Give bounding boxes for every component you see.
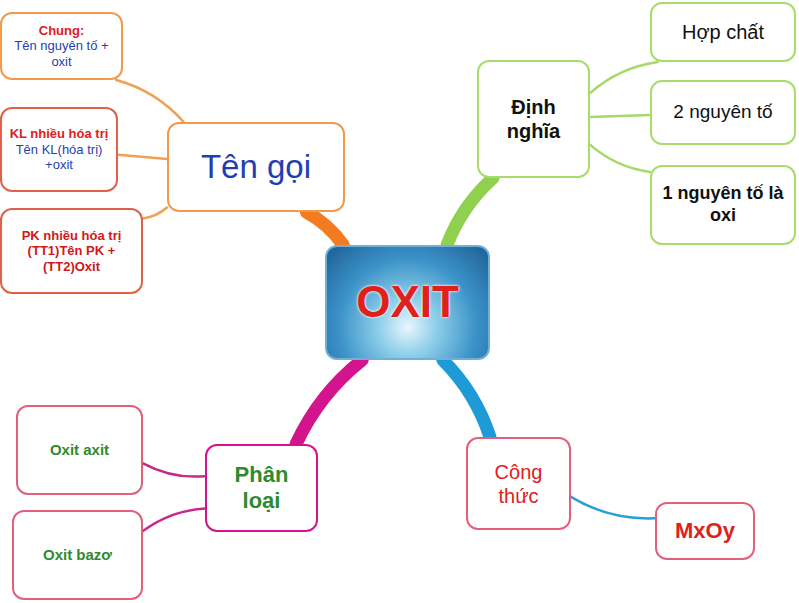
definition-item-box: Hợp chất [650, 2, 796, 62]
node-text: Chung: [39, 23, 84, 39]
main-branch [306, 212, 343, 245]
sub-branch [590, 115, 650, 117]
node-text: Định nghĩa [485, 95, 582, 143]
node-text: Oxit bazơ [43, 546, 112, 564]
naming-box: PK nhiều hóa trị (TT1)Tên PK +(TT2)Oxit [0, 208, 143, 294]
node-text: Phân loại [213, 462, 310, 515]
sub-branch [590, 62, 658, 93]
sub-branch [116, 80, 184, 122]
node-text: KL nhiều hóa trị [10, 126, 109, 142]
sub-branch [590, 145, 650, 172]
sub-branch [143, 509, 205, 531]
classification-box: Oxit axit [16, 405, 143, 495]
node-text: MxOy [675, 518, 735, 544]
main-branch [447, 178, 493, 245]
naming-box: KL nhiều hóa trịTên KL(hóa trị) +oxit [0, 107, 118, 192]
node-text: 1 nguyên tố là oxi [658, 183, 788, 226]
main-branch [443, 360, 490, 437]
sub-branch [118, 155, 167, 159]
naming-box: Chung:Tên nguyên tố + oxit [0, 12, 123, 80]
branch-box: Phân loại [205, 444, 318, 532]
sub-branch [571, 497, 655, 519]
classification-box: Oxit bazơ [12, 510, 143, 600]
formula-box: MxOy [655, 502, 755, 560]
node-text: Tên gọi [201, 147, 311, 187]
sub-branch [143, 463, 205, 476]
definition-item-box: 2 nguyên tố [650, 80, 796, 145]
node-text: Tên nguyên tố + oxit [8, 38, 115, 69]
node-text: OXIT [356, 276, 459, 329]
node-text: Công thức [474, 460, 563, 508]
node-text: 2 nguyên tố [673, 101, 772, 124]
node-text: PK nhiều hóa trị (TT1)Tên PK +(TT2)Oxit [8, 228, 135, 275]
definition-item-box: 1 nguyên tố là oxi [650, 165, 796, 245]
branch-box: Định nghĩa [477, 60, 590, 178]
branch-box: Công thức [466, 437, 571, 530]
node-text: Tên KL(hóa trị) +oxit [8, 142, 110, 173]
central-topic: OXIT [325, 245, 490, 360]
node-text: Hợp chất [682, 20, 764, 44]
main-branch [296, 360, 362, 444]
sub-branch [143, 208, 167, 219]
node-text: Oxit axit [50, 441, 109, 459]
branch-box: Tên gọi [167, 122, 345, 212]
